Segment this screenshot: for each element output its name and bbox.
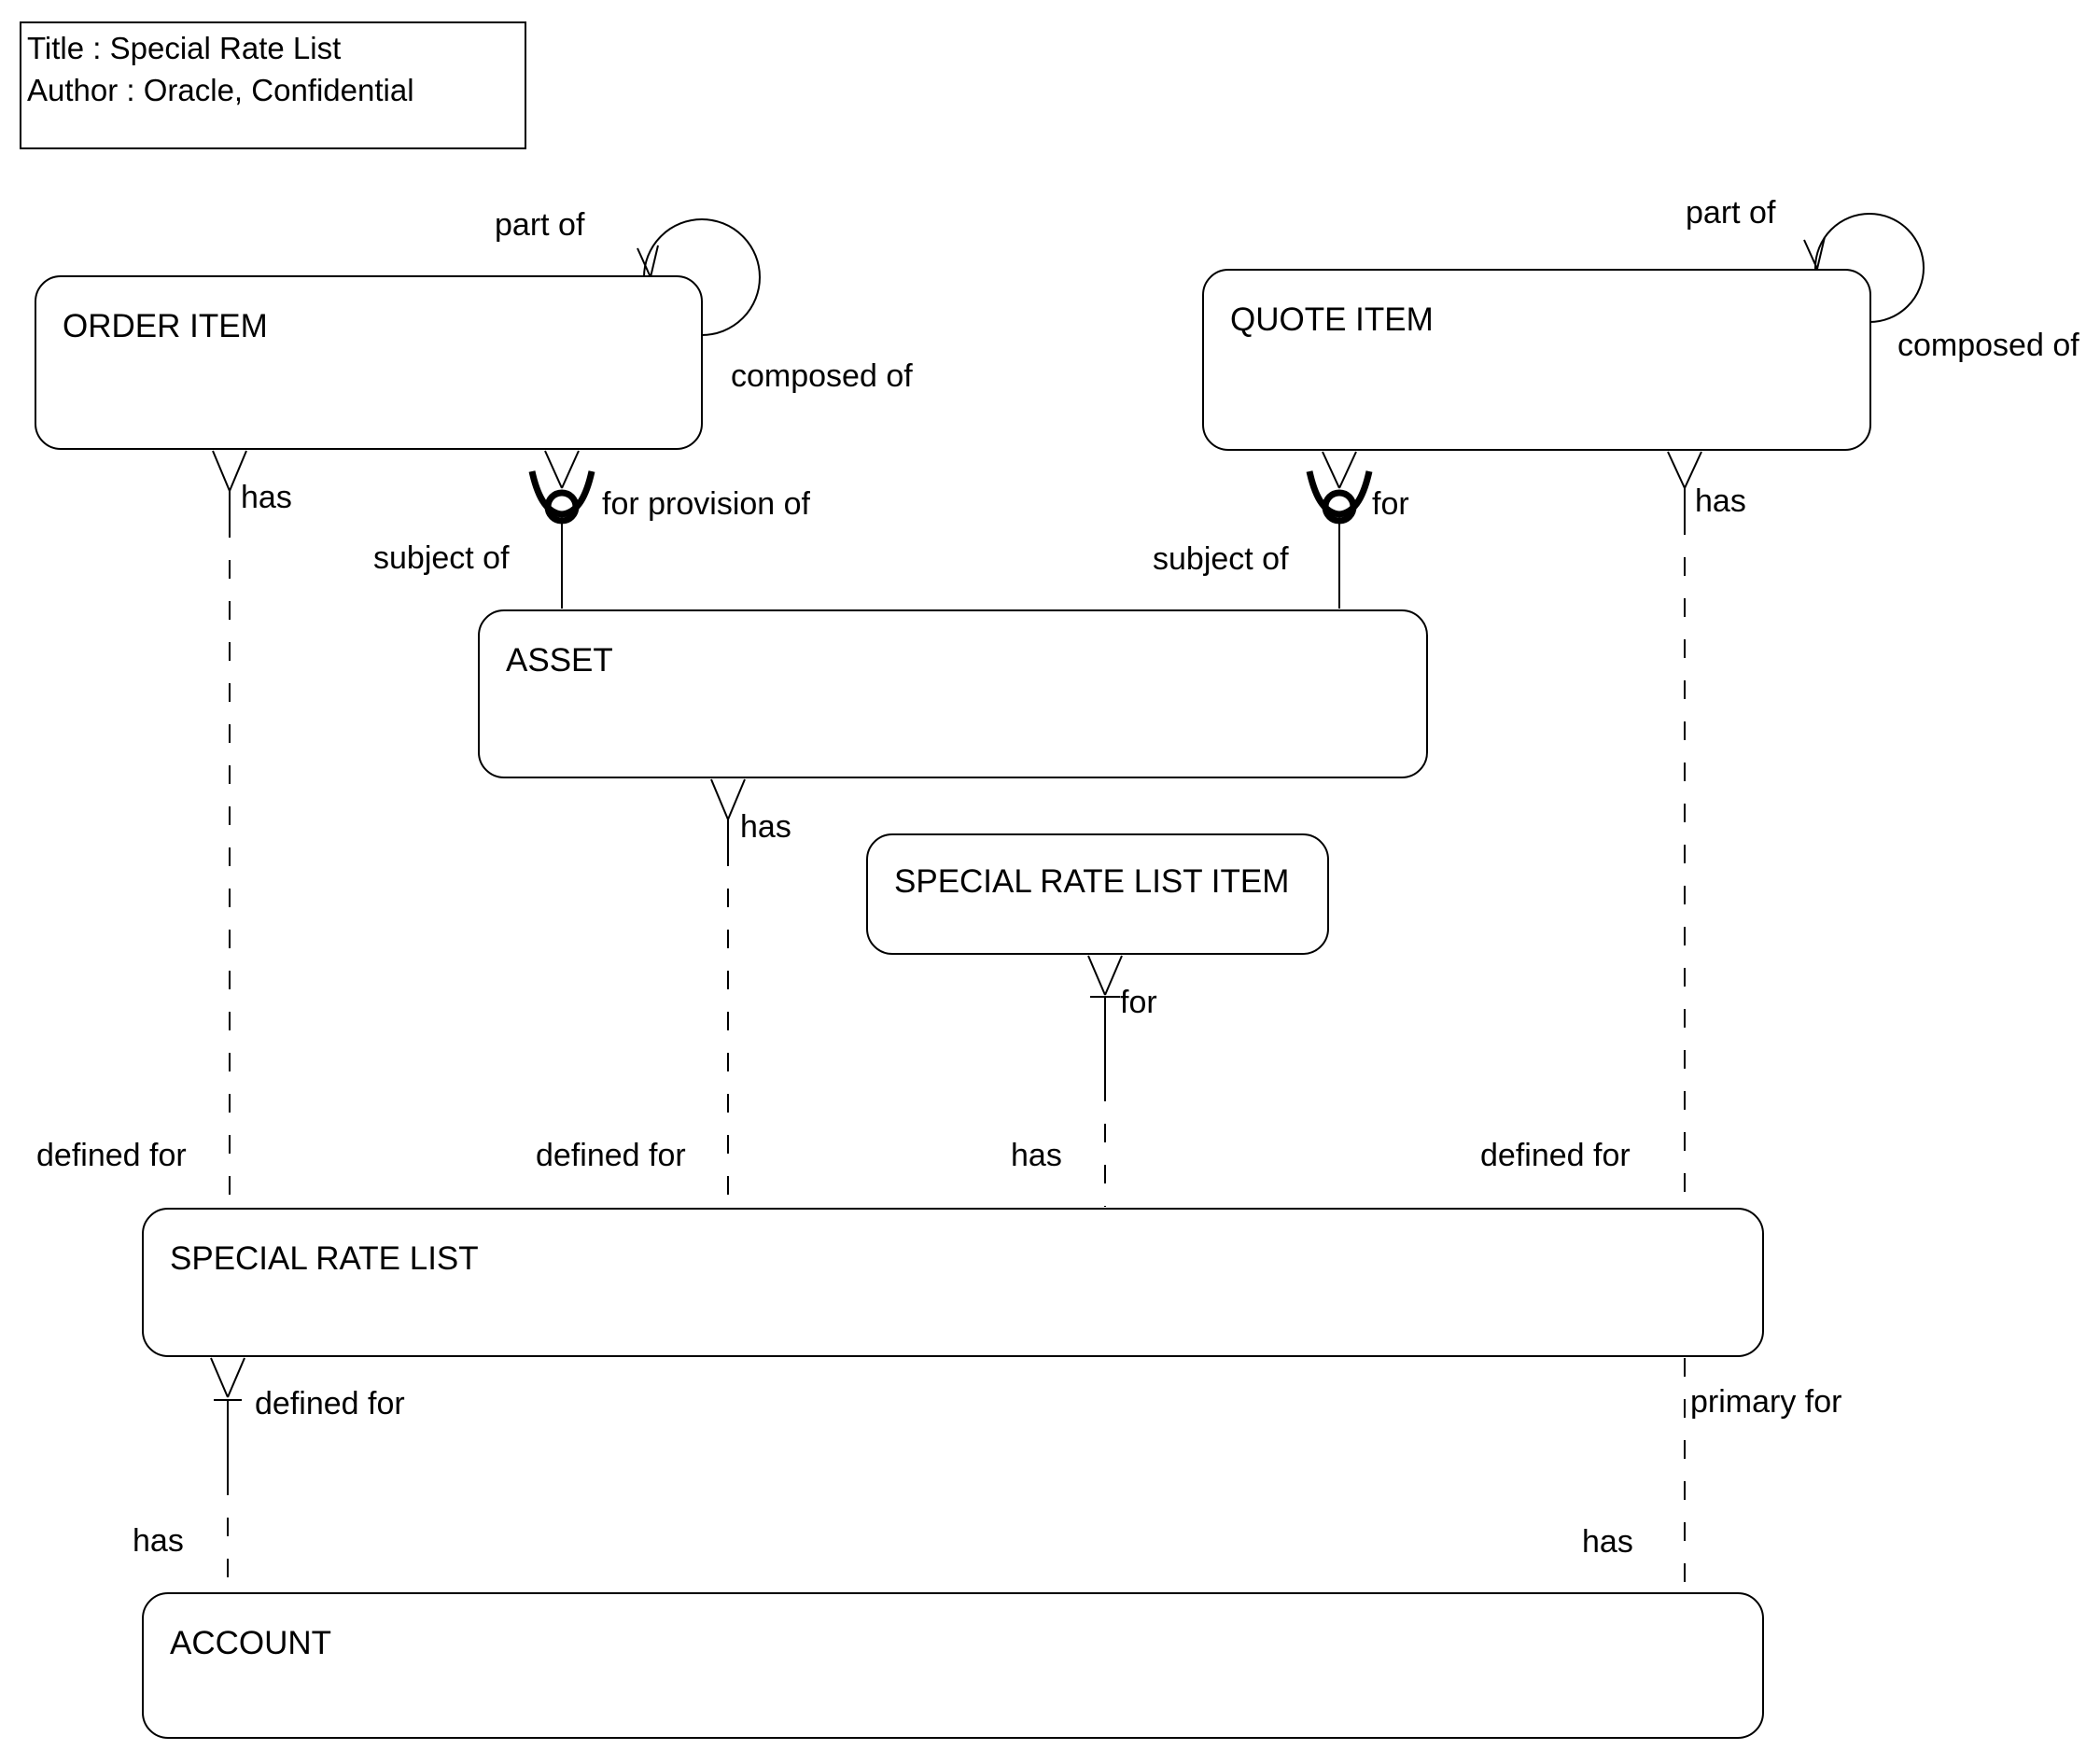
optionality-circle-icon <box>1322 489 1357 525</box>
crowsfoot-icon <box>1087 955 1123 996</box>
rel-asset-has-special-rate-list <box>710 778 746 1207</box>
crowsfoot-icon <box>710 778 746 820</box>
entity-asset: ASSET <box>478 609 1428 778</box>
crowsfoot-icon <box>1322 451 1357 489</box>
label-for-provision-of: for provision of <box>602 486 810 522</box>
label-for-srli: for <box>1120 985 1157 1020</box>
label-has-order-item: has <box>241 480 292 515</box>
label-composed-of-left: composed of <box>731 358 913 394</box>
rel-order-item-provision-asset <box>528 450 595 609</box>
rel-special-rate-list-defined-for-account <box>210 1357 245 1591</box>
label-has-asset: has <box>740 809 791 845</box>
entity-label: ASSET <box>506 642 613 679</box>
crowsfoot-icon <box>210 1357 245 1398</box>
crowsfoot-icon <box>544 450 580 489</box>
entity-label: ORDER ITEM <box>63 308 268 344</box>
rel-srli-for-special-rate-list <box>1087 955 1123 1207</box>
entity-quote-item: QUOTE ITEM <box>1202 269 1871 451</box>
loop-arrowhead-icon <box>637 245 659 281</box>
entity-label: ACCOUNT <box>170 1625 332 1661</box>
label-defined-for-asset: defined for <box>536 1138 686 1173</box>
entity-label: SPECIAL RATE LIST <box>170 1240 479 1277</box>
diagram-author: Author : Oracle, Confidential <box>27 73 414 107</box>
rel-quote-item-has-special-rate-list <box>1667 451 1702 1207</box>
many-horns-icon <box>1306 470 1373 518</box>
label-has-account-left: has <box>133 1523 184 1559</box>
label-primary-for: primary for <box>1690 1384 1842 1420</box>
entity-label: SPECIAL RATE LIST ITEM <box>894 863 1290 900</box>
crowsfoot-icon <box>1667 451 1702 489</box>
label-has-account-right: has <box>1582 1524 1633 1560</box>
diagram-title: Title : Special Rate List <box>27 31 342 65</box>
label-part-of-left: part of <box>495 207 585 243</box>
entity-label: QUOTE ITEM <box>1230 301 1434 338</box>
label-subject-of-right: subject of <box>1153 541 1289 577</box>
entity-order-item: ORDER ITEM <box>35 275 703 450</box>
label-subject-of-left: subject of <box>373 540 510 576</box>
diagram-title-box: Title : Special Rate List Author : Oracl… <box>20 21 526 149</box>
label-defined-for-order: defined for <box>36 1138 187 1173</box>
rel-quote-item-for-asset <box>1306 451 1373 609</box>
label-has-quote-item: has <box>1695 483 1746 519</box>
many-horns-icon <box>528 470 595 518</box>
optionality-circle-icon <box>544 489 580 525</box>
label-for-quote-item: for <box>1372 486 1409 522</box>
rel-order-item-has-special-rate-list <box>212 450 247 1207</box>
label-part-of-right: part of <box>1686 195 1776 231</box>
label-defined-for-account: defined for <box>255 1386 405 1421</box>
crowsfoot-icon <box>212 450 247 492</box>
entity-special-rate-list-item: SPECIAL RATE LIST ITEM <box>866 833 1329 955</box>
label-has-srl: has <box>1011 1138 1062 1173</box>
label-defined-for-quote: defined for <box>1480 1138 1631 1173</box>
entity-special-rate-list: SPECIAL RATE LIST <box>142 1208 1764 1357</box>
entity-account: ACCOUNT <box>142 1592 1764 1739</box>
label-composed-of-right: composed of <box>1897 328 2079 363</box>
